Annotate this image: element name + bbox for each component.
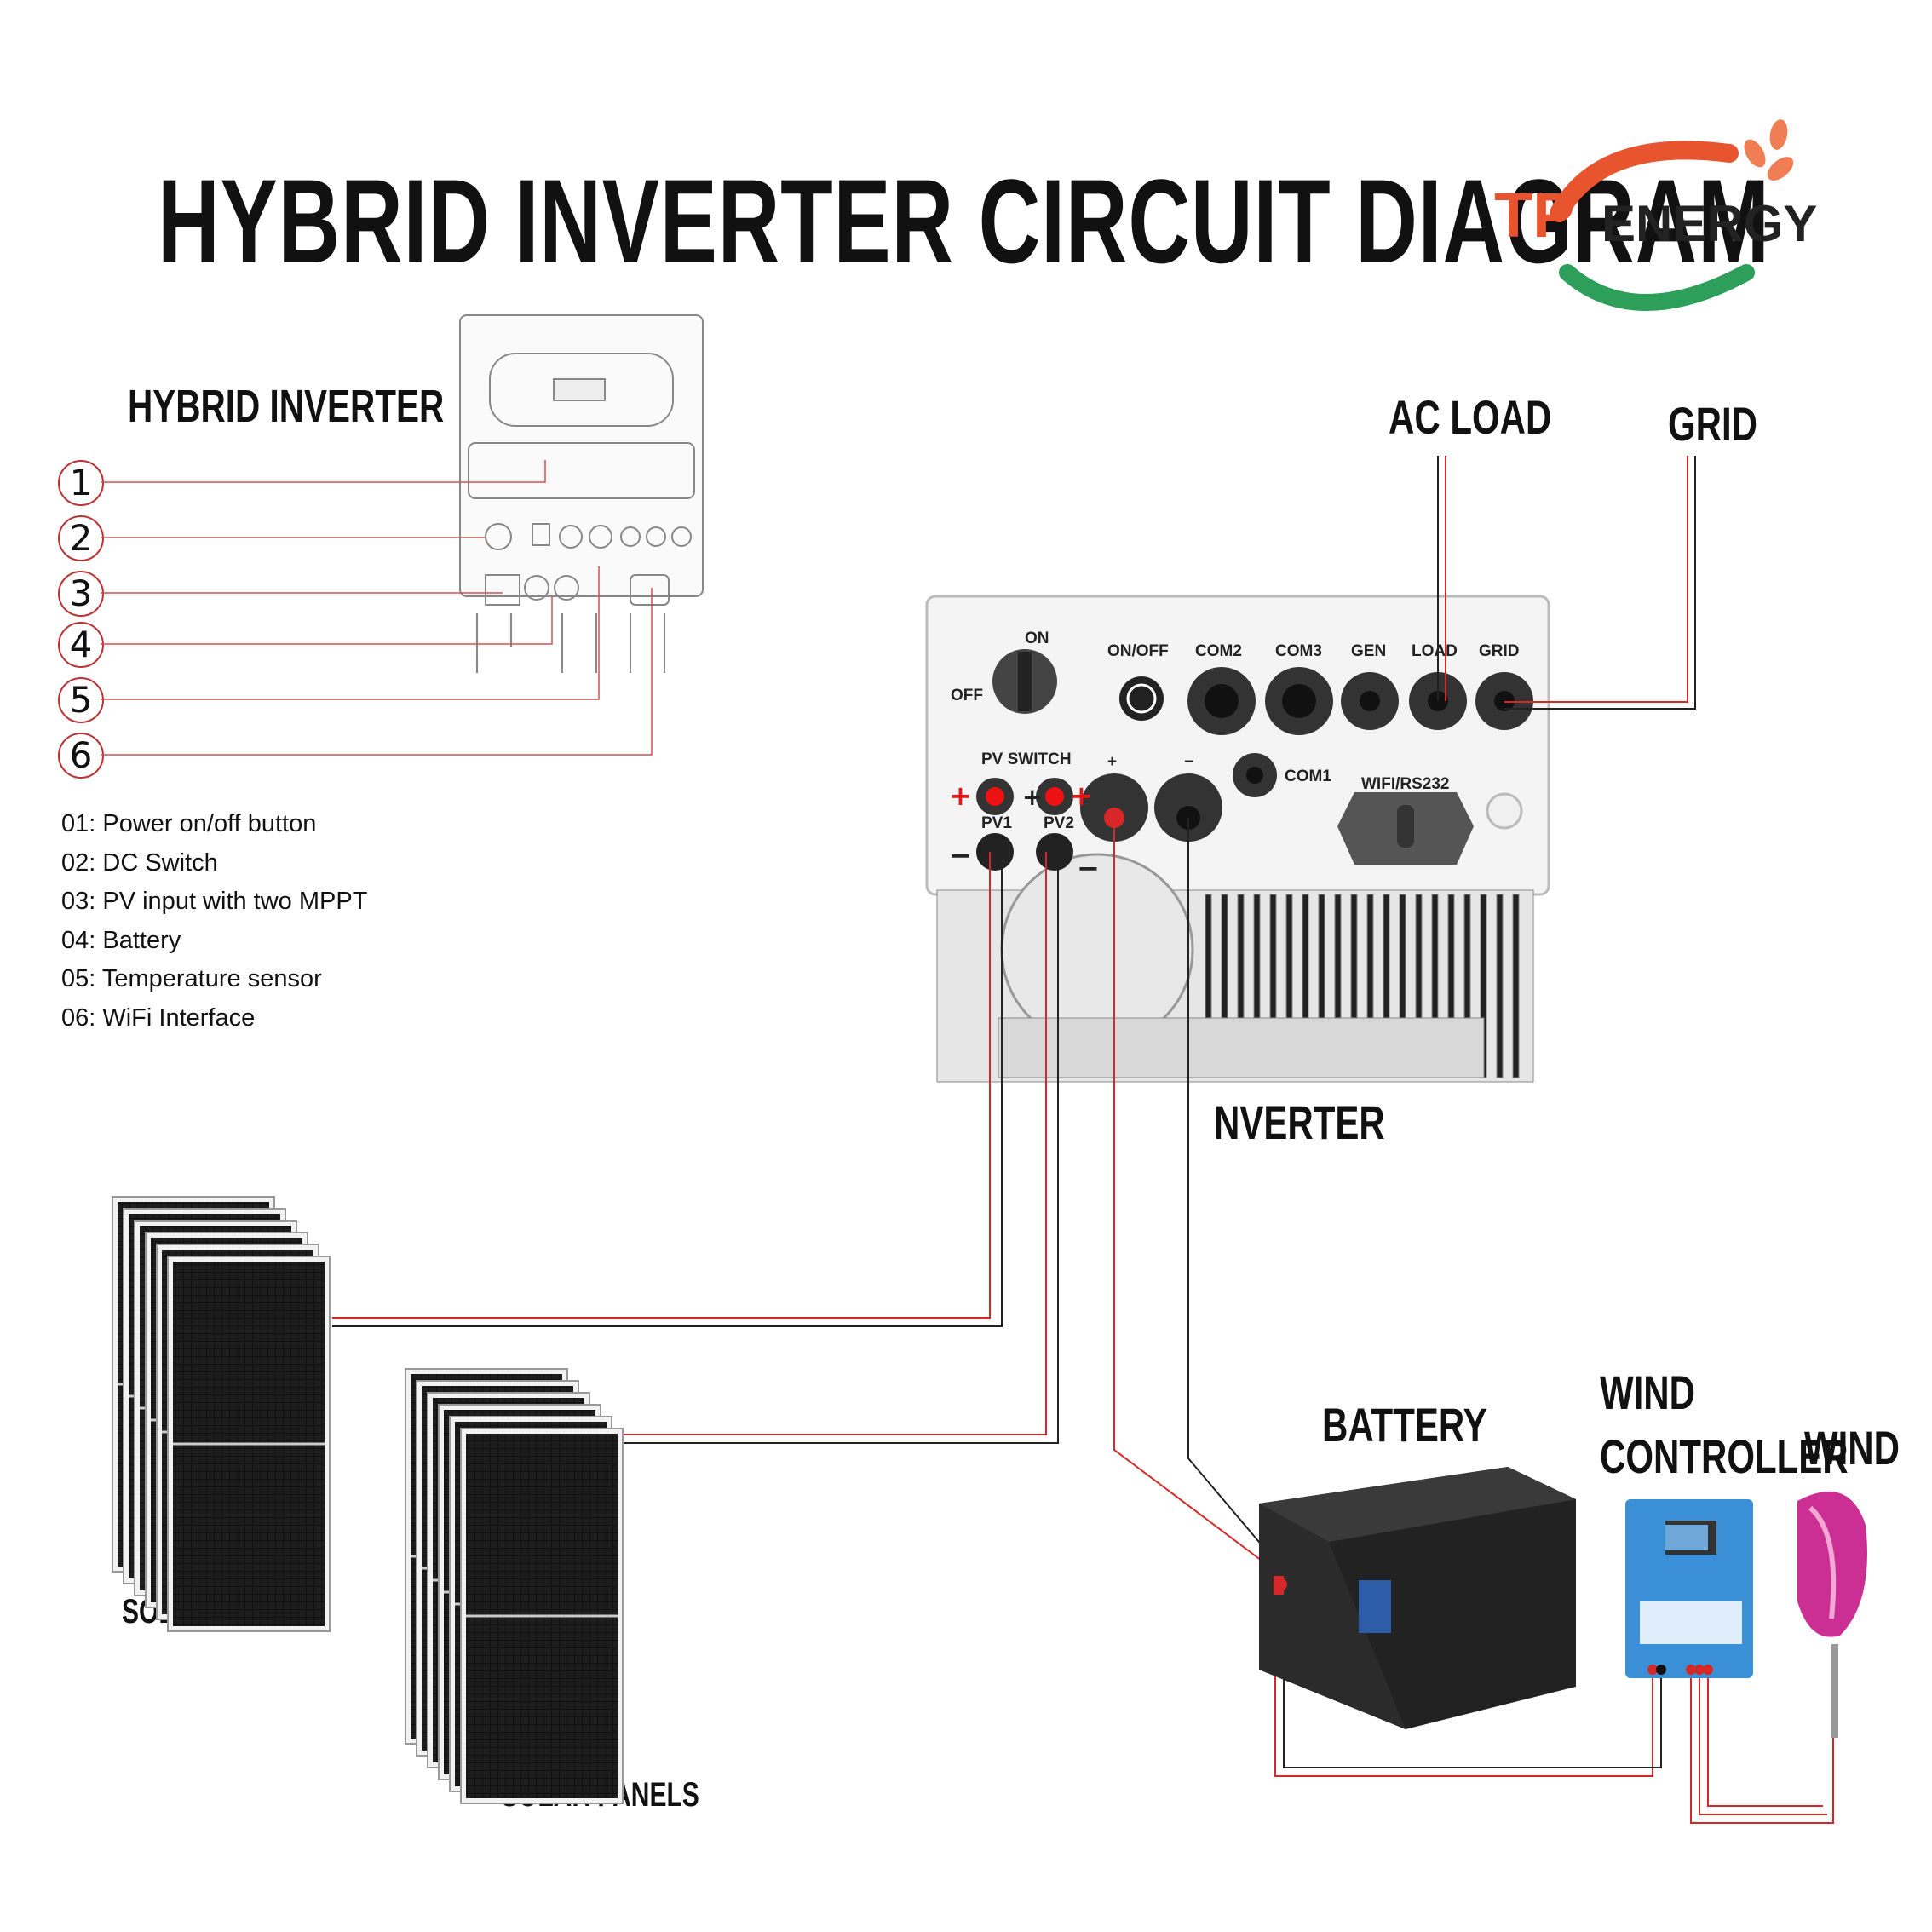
wind-controller-label-1: WIND (1600, 1366, 1695, 1419)
svg-text:WIFI/RS232: WIFI/RS232 (1361, 775, 1449, 793)
svg-text:TP: TP (1494, 180, 1575, 250)
svg-text:PV2: PV2 (1044, 814, 1074, 832)
page-title: HYBRID INVERTER CIRCUIT DIAGRAM (158, 154, 1770, 288)
svg-text:GRID: GRID (1479, 642, 1520, 660)
heatsink-fin (1512, 894, 1520, 1078)
hybrid-inverter-label: HYBRID INVERTER (128, 381, 445, 432)
legend-item: 05: Temperature sensor (61, 965, 322, 992)
svg-text:−: − (1184, 753, 1193, 771)
solar-panel-stack-1 (112, 1196, 331, 1632)
tp-energy-logo: TP ENERGY (1491, 119, 1849, 315)
svg-text:ON/OFF: ON/OFF (1107, 642, 1169, 660)
svg-text:COM1: COM1 (1285, 768, 1331, 785)
callout-5: 5 (58, 677, 104, 723)
callout-2: 2 (58, 515, 104, 561)
inverter-label: NVERTER (1214, 1095, 1385, 1149)
grid-label: GRID (1668, 397, 1757, 451)
legend-item: 03: PV input with two MPPT (61, 888, 368, 915)
svg-text:+: + (1070, 779, 1093, 812)
legend-item: 02: DC Switch (61, 848, 218, 877)
wind-controller-unit (1625, 1499, 1753, 1678)
svg-text:LOAD: LOAD (1412, 642, 1458, 660)
battery-label: BATTERY (1322, 1398, 1487, 1452)
callout-6: 6 (58, 733, 104, 779)
callout-1: 1 (58, 460, 104, 506)
svg-text:−: − (949, 839, 972, 871)
svg-text:ON: ON (1025, 630, 1049, 647)
svg-text:COM3: COM3 (1275, 642, 1322, 660)
logo-text: ENERGY (1601, 195, 1818, 252)
wind-controller-label-2: CONTROLLER (1600, 1429, 1849, 1483)
small-inverter-sketch (459, 314, 704, 673)
svg-text:OFF: OFF (951, 687, 983, 704)
ac-load-label: AC LOAD (1389, 390, 1552, 444)
battery-unit (1259, 1467, 1576, 1729)
svg-text:+: + (1022, 783, 1042, 811)
wind-turbine (1797, 1491, 1867, 1738)
inverter-unit: + + + − − ON OFF ON/OFF COM2 COM3 GEN LO… (925, 595, 1550, 1083)
svg-text:PV SWITCH: PV SWITCH (981, 750, 1072, 768)
wind-label: WIND (1804, 1421, 1900, 1475)
inverter-heatsink (936, 853, 1534, 1083)
legend-item: 06: WiFi Interface (61, 1003, 256, 1032)
legend-item: 04: Battery (61, 926, 181, 954)
legend: 01: Power on/off button 02: DC Switch 03… (61, 805, 367, 1038)
svg-text:+: + (949, 779, 972, 812)
solar-panel-stack-2 (405, 1368, 624, 1804)
callout-4: 4 (58, 622, 104, 668)
logo-mark-icon: TP (1494, 119, 1794, 311)
legend-item: 01: Power on/off button (61, 810, 317, 837)
svg-text:COM2: COM2 (1195, 642, 1242, 660)
svg-text:PV1: PV1 (981, 814, 1012, 832)
svg-text:GEN: GEN (1351, 642, 1386, 660)
svg-text:+: + (1107, 753, 1117, 771)
svg-text:−: − (1077, 852, 1100, 884)
heatsink-fin (1496, 894, 1504, 1078)
callout-3: 3 (58, 571, 104, 617)
